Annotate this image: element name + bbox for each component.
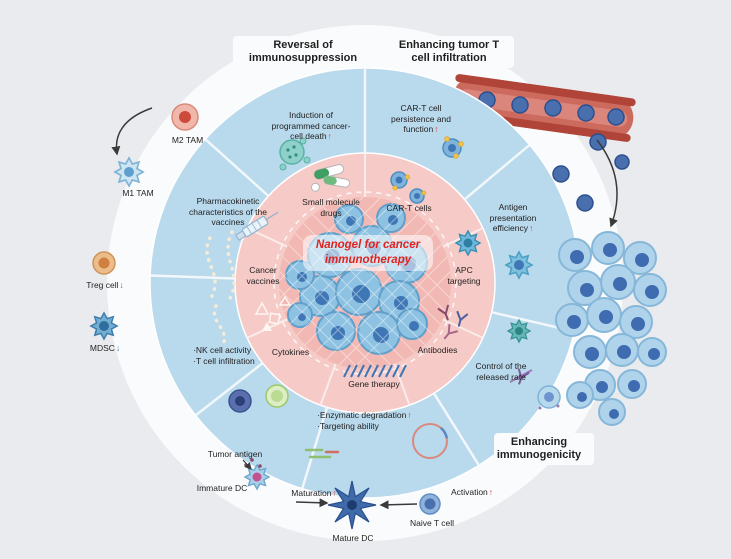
pills-icon (310, 164, 351, 192)
apc-cell-icon (456, 231, 480, 255)
label-maturation: Maturation↑ (291, 488, 337, 498)
label-cytokines: Cytokines (271, 347, 310, 357)
label-mdsc: MDSC↓ (89, 343, 121, 353)
bullet: · (193, 345, 196, 355)
dashed-nanogel-boundary (273, 191, 457, 375)
apoptotic-cell-icon (279, 137, 311, 171)
up-arrow: ↑ (529, 223, 534, 234)
label-immature-dc: Immature DC (196, 483, 248, 493)
header-enhancing-immunogenicity: Enhancing immunogenicity (496, 436, 582, 462)
label-tumor-antigen: Tumor antigen (207, 449, 263, 459)
antibody-icons (437, 304, 469, 340)
label-control-of-the-released-rate: Control of the released rate (475, 361, 527, 382)
label-small-molecule-drugs: Small molecule drugs (302, 197, 360, 218)
up-arrow: ↑ (327, 131, 332, 142)
label-naive-t-cell: Naive T cell (409, 518, 455, 528)
cytokine-shapes-icon (254, 295, 292, 331)
label-car-t-cell-persistence-and-function: CAR-T cell persistence and function↑ (390, 103, 451, 135)
bullet: · (317, 410, 320, 420)
up-arrow: ↑ (407, 410, 412, 420)
m1-tam-cell-icon (115, 158, 143, 186)
mature-dc-icon (328, 481, 376, 529)
header-enhancing-tumor-t-cell-infiltration: Enhancing tumor T cell infiltration (398, 39, 500, 65)
label-antibodies: Antibodies (417, 345, 458, 355)
tumor-tissue-illustration (552, 165, 667, 426)
m2-tam-cell-icon (171, 103, 199, 131)
blue-ring-dividers (150, 68, 575, 489)
release-rate-circle-icon (411, 422, 449, 460)
label-cancer-vaccines: Cancer vaccines (246, 265, 280, 286)
label-m1-tam: M1 TAM (122, 188, 154, 198)
label-mature-dc: Mature DC (332, 533, 374, 543)
label-m2-tam: M2 TAM (171, 135, 204, 145)
vaccine-polymer-icon (205, 230, 236, 348)
nk-cell-icon (228, 384, 289, 413)
bullet: · (193, 355, 196, 366)
mdsc-cell-icon (91, 313, 117, 339)
car-t-persistence-cell-icon (442, 136, 464, 159)
naive-t-cell-icon (419, 493, 441, 515)
treg-cell-icon (92, 251, 116, 275)
targeting-antibody-icon (509, 368, 533, 385)
spiky-teal-cell-icon (508, 320, 530, 342)
antigen-presenting-cell-icon (506, 252, 532, 278)
flow-arrows (111, 107, 618, 510)
up-arrow: ↑ (434, 124, 439, 135)
figure-title: Nanogel for cancer immunotherapy (303, 235, 433, 271)
label-nk-cell-activity-t-cell-infiltration: ·NK cell activity ·T cell infiltration (193, 345, 255, 366)
label-gene-therapy: Gene therapy (348, 379, 400, 389)
header-backgrounds (233, 36, 594, 465)
label-treg-cell: Treg cell↓ (86, 280, 124, 290)
down-arrow: ↓ (115, 343, 121, 353)
label-pharmacokinetic-characteristics-of-the-vaccines: Pharmacokinetic characteristics of the v… (189, 196, 267, 228)
syringe-icon (235, 211, 279, 241)
car-t-cells-icon (390, 171, 427, 204)
header-reversal-of-immunosuppression: Reversal of immunosuppression (248, 39, 358, 65)
up-arrow: ↑ (332, 488, 337, 498)
released-cell-icon (537, 385, 561, 410)
label-apc-targeting: APC targeting (447, 265, 481, 286)
label-car-t-cells: CAR-T cells (386, 203, 432, 213)
label-enzymatic-degradation-targeting-ability: ·Enzymatic degradation↑ ·Targeting abili… (317, 410, 412, 431)
label-induction-of-programmed-cancer-cell-death: Induction of programmed cancer-cell deat… (271, 110, 351, 142)
label-antigen-presentation-efficiency: Antigen presentation efficiency↑ (489, 202, 537, 234)
gene-therapy-icon (343, 364, 407, 378)
polymer-segments-icon (304, 448, 340, 459)
down-arrow: ↓ (119, 280, 124, 290)
bullet: · (317, 420, 320, 431)
label-activation: Activation↑ (450, 487, 494, 497)
up-arrow: ↑ (488, 487, 494, 497)
